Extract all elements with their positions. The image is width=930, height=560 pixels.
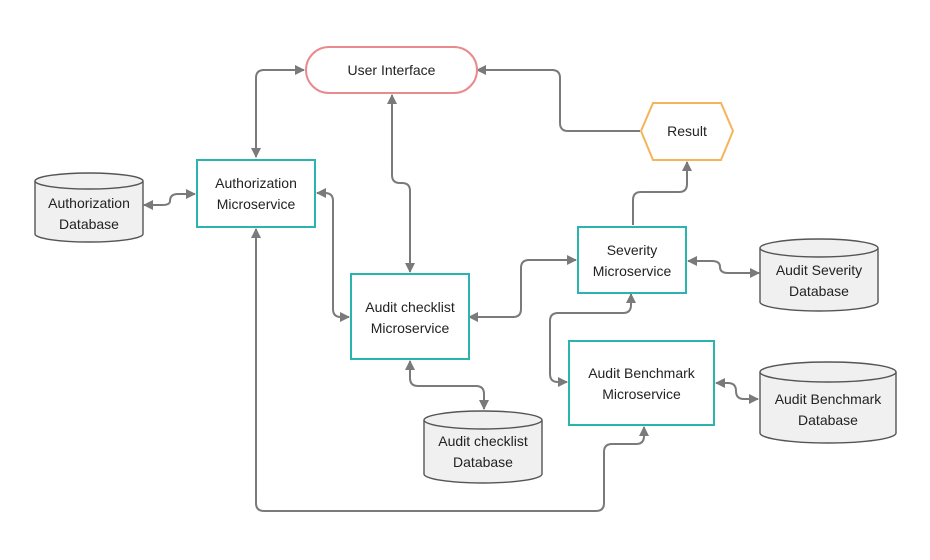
audit-severity-database-node: Audit Severity Database bbox=[759, 238, 879, 312]
severity-microservice-line1: Severity bbox=[607, 242, 658, 258]
audit-checklist-database-line2: Database bbox=[453, 454, 513, 470]
edge-severity-benchmark bbox=[549, 293, 636, 387]
audit-benchmark-microservice-line2: Microservice bbox=[602, 386, 681, 402]
audit-checklist-microservice-node: Audit checklist Microservice bbox=[350, 273, 470, 360]
audit-checklist-database-line1: Audit checklist bbox=[438, 433, 528, 449]
edge-authorization-audit-checklist bbox=[316, 188, 350, 322]
audit-checklist-microservice-line2: Microservice bbox=[371, 320, 450, 336]
edge-authorization-benchmark bbox=[251, 228, 649, 512]
authorization-microservice-line1: Authorization bbox=[215, 175, 297, 191]
edge-result-ui bbox=[476, 65, 640, 132]
edge-benchmark-db bbox=[715, 378, 759, 404]
audit-benchmark-database-line2: Database bbox=[798, 412, 858, 428]
result-label: Result bbox=[667, 123, 707, 139]
authorization-database-line2: Database bbox=[59, 216, 119, 232]
edge-authorization-ui bbox=[251, 65, 305, 158]
user-interface-node: User Interface bbox=[305, 46, 478, 94]
edge-severity-result bbox=[632, 161, 692, 225]
audit-severity-database-line2: Database bbox=[789, 283, 849, 299]
severity-microservice-node: Severity Microservice bbox=[577, 226, 687, 294]
edge-authorization-authdb bbox=[143, 189, 196, 210]
edge-severity-db bbox=[687, 256, 760, 278]
edge-audit-checklist-severity bbox=[468, 255, 577, 322]
authorization-database-node: Authorization Database bbox=[34, 172, 144, 243]
result-node: Result bbox=[639, 102, 735, 161]
authorization-microservice-node: Authorization Microservice bbox=[196, 159, 316, 228]
audit-benchmark-microservice-line1: Audit Benchmark bbox=[588, 365, 696, 381]
audit-severity-database-line1: Audit Severity bbox=[776, 262, 862, 278]
authorization-database-line1: Authorization bbox=[48, 195, 130, 211]
audit-benchmark-database-line1: Audit Benchmark bbox=[775, 391, 883, 407]
edge-ui-audit-checklist bbox=[387, 94, 415, 273]
audit-benchmark-database-node: Audit Benchmark Database bbox=[759, 361, 897, 444]
edge-audit-checklist-db bbox=[405, 360, 489, 410]
severity-microservice-line2: Microservice bbox=[593, 263, 672, 279]
connectors bbox=[143, 65, 760, 512]
authorization-microservice-line2: Microservice bbox=[217, 196, 296, 212]
user-interface-label: User Interface bbox=[348, 62, 436, 78]
audit-benchmark-microservice-node: Audit Benchmark Microservice bbox=[568, 340, 715, 426]
audit-checklist-microservice-line1: Audit checklist bbox=[365, 299, 455, 315]
audit-checklist-database-node: Audit checklist Database bbox=[423, 410, 543, 484]
